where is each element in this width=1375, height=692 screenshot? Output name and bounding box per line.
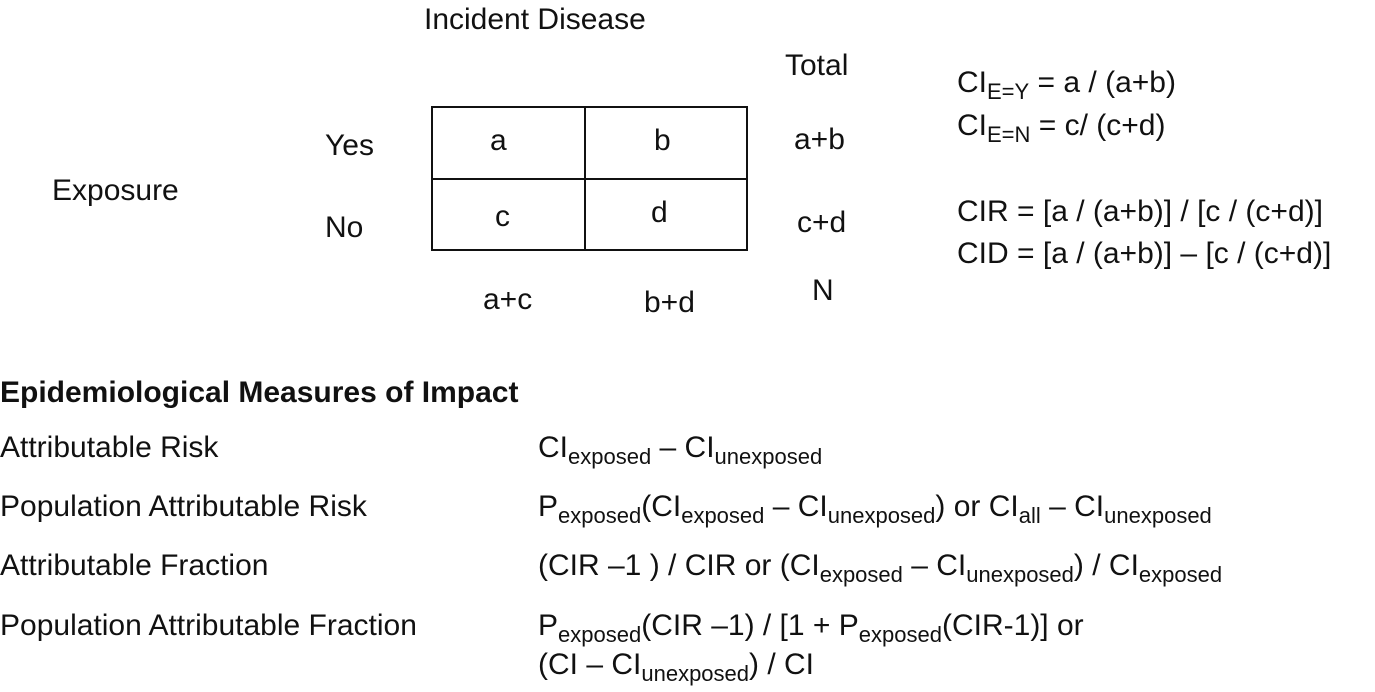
col-total-disease-yes: a+c bbox=[483, 283, 533, 316]
measure-label-attributable-fraction: Attributable Fraction bbox=[0, 549, 269, 582]
formula-population-attributable-risk: Pexposed(CIexposed – CIunexposed) or CIa… bbox=[538, 490, 1212, 528]
measures-heading: Epidemiological Measures of Impact bbox=[0, 376, 519, 409]
cell-b-label: b bbox=[654, 124, 671, 157]
measure-label-population-attributable-fraction: Population Attributable Fraction bbox=[0, 609, 417, 642]
grand-total: N bbox=[812, 274, 834, 307]
measure-label-population-attributable-risk: Population Attributable Risk bbox=[0, 490, 367, 523]
table-cell-c: c bbox=[431, 178, 586, 251]
row-total-no: c+d bbox=[797, 206, 847, 239]
table-cell-b: b bbox=[584, 106, 748, 180]
formula-attributable-fraction: (CIR –1 ) / CIR or (CIexposed – CIunexpo… bbox=[538, 549, 1223, 587]
cir-formula: CIR = [a / (a+b)] / [c / (c+d)] bbox=[957, 195, 1323, 228]
col-total-disease-no: b+d bbox=[644, 286, 695, 319]
measure-label-attributable-risk: Attributable Risk bbox=[0, 431, 219, 464]
cell-c-label: c bbox=[495, 200, 510, 233]
ci-unexposed-formula: CIE=N = c/ (c+d) bbox=[957, 109, 1166, 147]
exposure-header: Exposure bbox=[52, 174, 179, 207]
cid-formula: CID = [a / (a+b)] – [c / (c+d)] bbox=[957, 237, 1332, 270]
cell-d-label: d bbox=[651, 196, 668, 229]
row-label-yes: Yes bbox=[325, 129, 374, 162]
contingency-table: a b c d bbox=[431, 106, 748, 251]
row-total-yes: a+b bbox=[794, 123, 845, 156]
row-label-no: No bbox=[325, 211, 364, 244]
formula-population-attributable-fraction-line1: Pexposed(CIR –1) / [1 + Pexposed(CIR-1)]… bbox=[538, 609, 1084, 647]
incident-disease-header: Incident Disease bbox=[424, 3, 646, 36]
cell-a-label: a bbox=[490, 124, 507, 157]
formula-population-attributable-fraction-line2: (CI – CIunexposed) / CI bbox=[538, 648, 815, 686]
total-header: Total bbox=[785, 49, 849, 82]
formula-attributable-risk: CIexposed – CIunexposed bbox=[538, 431, 823, 469]
table-cell-d: d bbox=[584, 178, 748, 251]
ci-exposed-formula: CIE=Y = a / (a+b) bbox=[957, 66, 1176, 104]
table-cell-a: a bbox=[431, 106, 586, 180]
